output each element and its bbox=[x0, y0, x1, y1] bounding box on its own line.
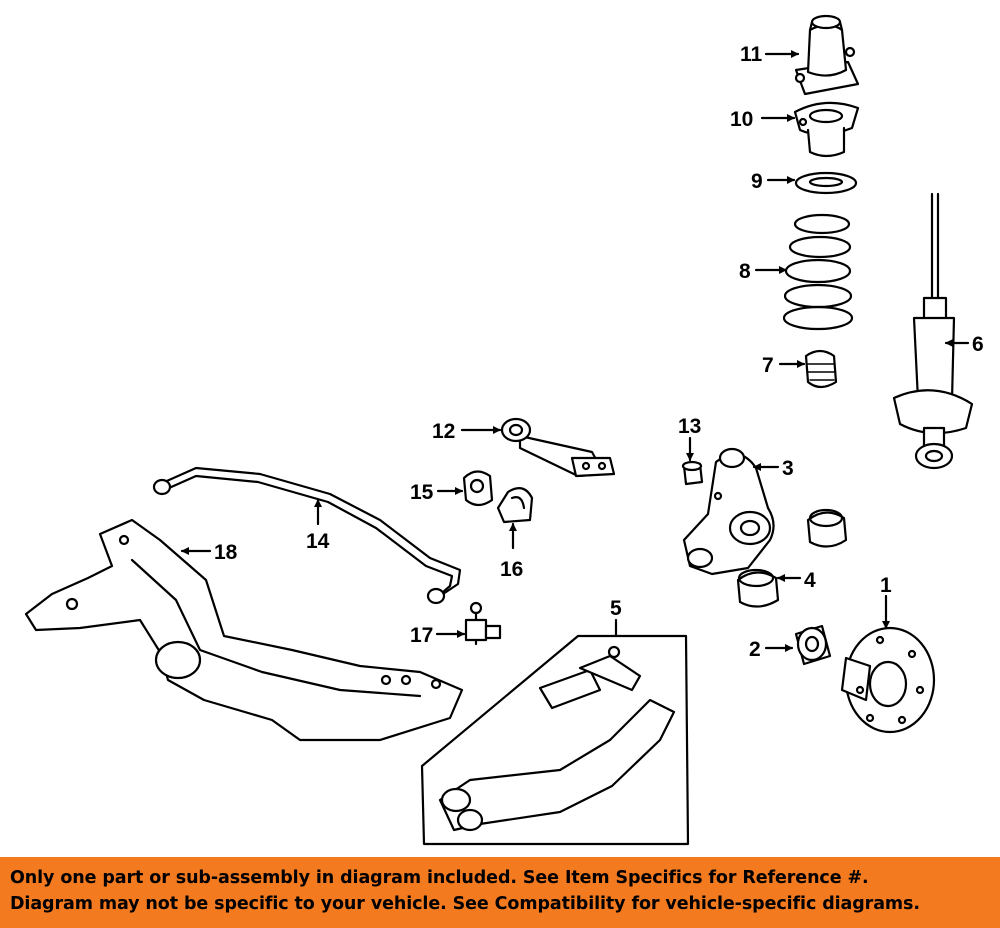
callout-15: 15 bbox=[410, 481, 434, 504]
part-12-control-arm bbox=[500, 417, 616, 478]
rear-suspension-exploded-diagram: 11 10 9 8 7 6 3 13 4 1 2 5 12 14 15 16 1… bbox=[24, 14, 984, 846]
callout-13: 13 bbox=[678, 415, 701, 438]
callout-7: 7 bbox=[762, 354, 774, 377]
part-3-knuckle bbox=[682, 447, 775, 576]
part-2-bushing bbox=[794, 624, 832, 666]
callout-10: 10 bbox=[730, 108, 753, 131]
callout-12: 12 bbox=[432, 420, 455, 443]
part-13-bushing bbox=[681, 460, 704, 486]
part-15-stabilizer-bushing bbox=[462, 470, 494, 507]
part-1-wheel-hub bbox=[840, 626, 936, 734]
part-18-subframe bbox=[24, 518, 464, 742]
part-5-trailing-arm-assembly bbox=[420, 634, 690, 846]
callout-17: 17 bbox=[410, 624, 433, 647]
leader-arrows bbox=[180, 50, 970, 652]
part-11-upper-mount bbox=[794, 14, 860, 96]
part-4-bushings bbox=[736, 508, 848, 608]
callout-11: 11 bbox=[740, 43, 763, 66]
disclaimer-line-2: Diagram may not be specific to your vehi… bbox=[10, 894, 920, 914]
callout-2: 2 bbox=[749, 638, 761, 661]
part-8-coil-spring bbox=[782, 213, 854, 331]
disclaimer-banner: Only one part or sub-assembly in diagram… bbox=[0, 857, 1000, 928]
callout-6: 6 bbox=[972, 333, 984, 356]
callout-3: 3 bbox=[782, 457, 794, 480]
callout-18: 18 bbox=[214, 541, 238, 564]
part-14-stabilizer-bar bbox=[152, 466, 462, 605]
callout-14: 14 bbox=[306, 530, 330, 553]
disclaimer-line-1: Only one part or sub-assembly in diagram… bbox=[10, 868, 869, 888]
callout-4: 4 bbox=[804, 569, 816, 592]
part-6-shock-absorber bbox=[892, 192, 974, 470]
part-17-stabilizer-link bbox=[464, 601, 502, 646]
part-9-spring-pad bbox=[794, 171, 858, 195]
callout-5: 5 bbox=[610, 597, 622, 620]
part-7-bump-stop bbox=[804, 349, 838, 389]
callout-9: 9 bbox=[751, 170, 763, 193]
part-16-bracket bbox=[496, 487, 534, 524]
callout-8: 8 bbox=[739, 260, 751, 283]
callout-16: 16 bbox=[500, 558, 523, 581]
part-10-spring-seat bbox=[793, 101, 860, 158]
callout-1: 1 bbox=[880, 574, 892, 597]
